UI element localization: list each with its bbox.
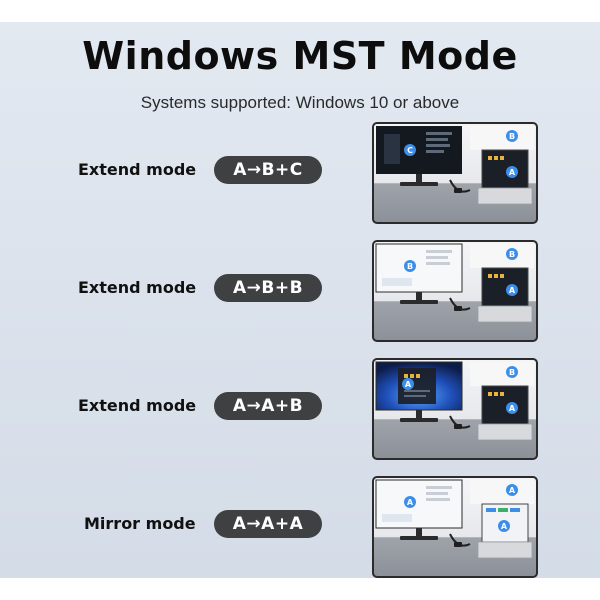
badge-second xyxy=(506,484,518,496)
second-screen xyxy=(470,480,534,504)
laptop-screen xyxy=(481,267,529,307)
badge-laptop xyxy=(506,166,518,178)
setup-photo: A A A xyxy=(372,476,538,578)
badge-second-letter: B xyxy=(509,250,515,259)
badge-second-letter: B xyxy=(509,368,515,377)
mode-mapping-pill: A→A+A xyxy=(214,510,322,538)
setup-photo: A B A xyxy=(372,358,538,460)
mode-mapping-pill: A→B+C xyxy=(214,156,322,184)
badge-laptop-letter: A xyxy=(501,522,508,531)
second-screen xyxy=(470,126,534,150)
badge-laptop xyxy=(506,284,518,296)
badge-monitor xyxy=(404,260,416,272)
badge-monitor-letter: A xyxy=(407,498,414,507)
content-panel: Windows MST Mode Systems supported: Wind… xyxy=(0,22,600,578)
page-title: Windows MST Mode xyxy=(82,34,518,78)
mode-mapping-pill: A→A+B xyxy=(214,392,322,420)
monitor-laptop-illustration: B B A xyxy=(375,243,534,323)
second-screen xyxy=(470,362,534,386)
badge-second xyxy=(506,248,518,260)
badge-laptop-letter: A xyxy=(509,168,516,177)
badge-second xyxy=(506,130,518,142)
mode-label: Extend mode xyxy=(78,278,197,297)
badge-monitor xyxy=(404,144,416,156)
laptop-screen xyxy=(481,385,529,425)
second-screen xyxy=(470,244,534,268)
monitor-laptop-illustration: C B A xyxy=(376,126,534,205)
badge-laptop-letter: A xyxy=(509,404,516,413)
badge-laptop xyxy=(506,402,518,414)
mode-label: Extend mode xyxy=(78,396,197,415)
badge-monitor xyxy=(402,378,414,390)
badge-laptop-letter: A xyxy=(509,286,516,295)
badge-second-letter: A xyxy=(509,486,516,495)
setup-photo: B B A xyxy=(372,240,538,342)
badge-laptop xyxy=(498,520,510,532)
monitor-laptop-illustration: A B A xyxy=(375,361,534,441)
monitor-laptop-illustration: A A A xyxy=(375,479,534,559)
badge-monitor-letter: A xyxy=(405,380,412,389)
badge-monitor-letter: C xyxy=(407,146,413,155)
mode-mapping-pill: A→B+B xyxy=(214,274,322,302)
mode-label: Extend mode xyxy=(78,160,197,179)
mode-label: Mirror mode xyxy=(84,514,196,533)
setup-photo: C B A xyxy=(372,122,538,224)
badge-monitor xyxy=(404,496,416,508)
badge-second xyxy=(506,366,518,378)
mode-row-4: Mirror mode A→A+A A A A xyxy=(0,476,600,578)
mode-row-2: Extend mode A→B+B B B A xyxy=(0,240,600,342)
laptop-screen xyxy=(481,149,529,189)
page-subtitle: Systems supported: Windows 10 or above xyxy=(140,93,460,112)
mode-row-3: Extend mode A→A+B xyxy=(0,358,600,460)
badge-monitor-letter: B xyxy=(407,262,413,271)
badge-second-letter: B xyxy=(509,132,515,141)
mode-row-1: Extend mode A→B+C C B xyxy=(0,122,600,224)
